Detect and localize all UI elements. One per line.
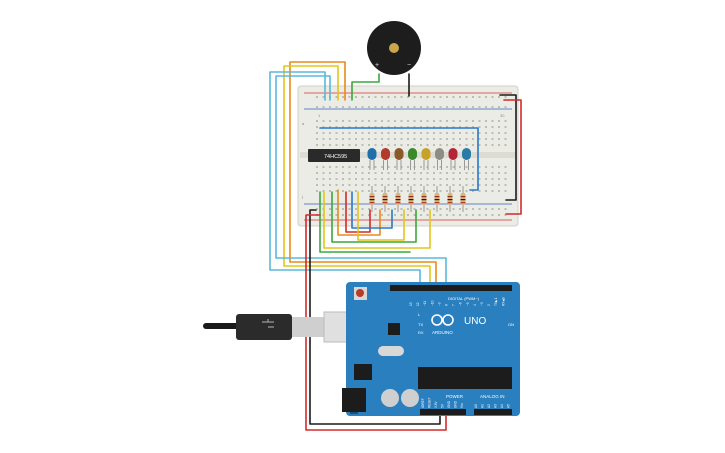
wire-orange-low[interactable] xyxy=(337,189,381,236)
wire-red-top-rail[interactable] xyxy=(503,99,522,215)
pin-label: TX▶1 xyxy=(494,297,498,306)
pin-label: GND xyxy=(447,400,451,408)
resistor[interactable] xyxy=(369,186,375,212)
pin-label: ~6 xyxy=(459,302,463,306)
barrel-jack[interactable] xyxy=(342,388,366,412)
resistor[interactable] xyxy=(382,186,388,212)
pin-label: 13 xyxy=(409,302,413,306)
wire-blue-low[interactable] xyxy=(351,191,393,229)
resistor-row xyxy=(369,186,466,212)
led[interactable] xyxy=(394,148,404,170)
shift-register-chip[interactable]: 74HC595 xyxy=(308,149,360,162)
wire-blue-chip[interactable] xyxy=(319,127,479,191)
pin-label: A4 xyxy=(500,404,504,408)
board-model: UNO xyxy=(464,316,486,327)
led[interactable] xyxy=(448,148,458,170)
led[interactable] xyxy=(462,148,471,170)
pin-label: A0 xyxy=(474,404,478,408)
pin-label: ~3 xyxy=(480,302,484,306)
breadboard-col-number: 30 xyxy=(500,113,505,118)
wire-black-top-rail[interactable] xyxy=(499,94,517,201)
pin-label: 8 xyxy=(445,304,449,306)
analog-label: ANALOG IN xyxy=(480,394,505,399)
atmega-mcu xyxy=(418,367,512,389)
led[interactable] xyxy=(381,148,390,170)
pin-label: 2 xyxy=(487,304,491,306)
pin-label: RX◀0 xyxy=(501,297,505,306)
wire-red-5v[interactable] xyxy=(305,214,447,431)
buzzer-minus-label: − xyxy=(407,62,411,69)
led[interactable] xyxy=(367,148,377,170)
pin-label: RESET xyxy=(428,397,432,408)
led[interactable] xyxy=(435,148,444,170)
led[interactable] xyxy=(408,148,417,170)
breadboard-row-letter: a xyxy=(302,121,305,126)
pin-label: A2 xyxy=(487,404,491,408)
led-row xyxy=(367,148,471,170)
resistor[interactable] xyxy=(460,186,466,212)
power-header[interactable] xyxy=(420,409,466,415)
digital-label: DIGITAL (PWM~) xyxy=(448,296,480,301)
wire-green-low2[interactable] xyxy=(319,191,411,253)
power-label: POWER xyxy=(446,394,464,399)
resistor[interactable] xyxy=(447,186,453,212)
digital-header[interactable] xyxy=(390,285,512,291)
pin-label: IOREF xyxy=(421,398,425,408)
resistor[interactable] xyxy=(421,186,427,212)
capacitor xyxy=(381,389,399,407)
pin-label: 5V xyxy=(441,403,445,408)
l-label: L xyxy=(418,312,421,317)
resistor[interactable] xyxy=(395,186,401,212)
usb-cable[interactable] xyxy=(203,311,355,343)
wire-yellow-top[interactable] xyxy=(283,65,431,291)
pin-label: ~11 xyxy=(423,301,427,306)
breadboard-col-number: 1 xyxy=(318,113,321,118)
breadboard-holes xyxy=(316,96,507,216)
rx-label: RX xyxy=(418,330,424,335)
pin-label: ~5 xyxy=(466,302,470,306)
pin-label: ~9 xyxy=(437,302,441,306)
led[interactable] xyxy=(421,148,431,170)
pin-label: 4 xyxy=(473,304,477,306)
pin-label: Vin xyxy=(460,403,464,408)
pin-label: GND xyxy=(454,400,458,408)
wire-green-low[interactable] xyxy=(331,191,417,243)
pin-label: 12 xyxy=(416,302,420,306)
pin-label: 3.3V xyxy=(434,401,438,408)
wire-orange-top[interactable] xyxy=(289,61,437,291)
crystal xyxy=(378,346,404,356)
arduino-uno-board[interactable]: ARDUINO UNO DIGITAL (PWM~) POWER ANALOG … xyxy=(342,282,520,416)
tx-label: TX xyxy=(418,322,423,327)
resistor[interactable] xyxy=(408,186,414,212)
wire-yellow-low2[interactable] xyxy=(357,191,405,241)
wire-buzzer-plus[interactable] xyxy=(351,73,380,101)
wire-black-gnd[interactable] xyxy=(309,209,441,425)
resistor[interactable] xyxy=(434,186,440,212)
chip-label: 74HC595 xyxy=(324,154,347,160)
board-brand: ARDUINO xyxy=(432,330,453,335)
pin-label: ~10 xyxy=(430,300,434,306)
on-label: ON xyxy=(508,322,514,327)
voltage-regulator xyxy=(354,364,372,380)
buzzer-plus-label: + xyxy=(375,62,379,69)
pin-label: A1 xyxy=(481,404,485,408)
wire-green-top[interactable] xyxy=(275,75,447,291)
breadboard-row-letter: j xyxy=(301,194,303,199)
piezo-buzzer[interactable]: + − xyxy=(367,21,421,75)
analog-header[interactable] xyxy=(474,409,512,415)
pin-label: 7 xyxy=(452,304,456,306)
capacitor xyxy=(401,389,419,407)
arduino-logo-icon xyxy=(431,314,454,326)
pin-label: A5 xyxy=(507,404,511,408)
pin-label: A3 xyxy=(494,404,498,408)
usb-chip xyxy=(388,323,400,335)
wire-yellow-low[interactable] xyxy=(323,191,431,249)
